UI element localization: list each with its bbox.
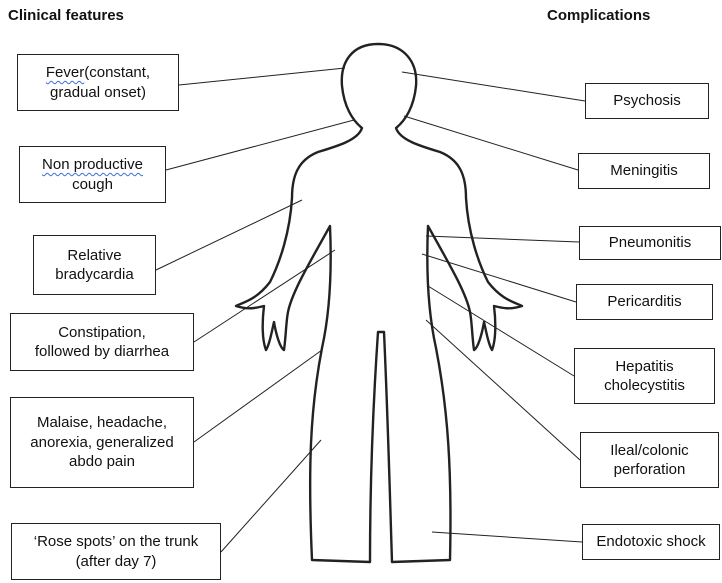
- feature-malaise-line2: anorexia, generalized: [30, 433, 173, 453]
- feature-bradycardia-line1: Relative: [55, 246, 133, 266]
- complication-perforation-line2: perforation: [610, 460, 688, 480]
- connector-cough: [166, 120, 354, 170]
- feature-fever-rest: (constant,: [84, 64, 150, 81]
- complication-hepatitis-line1: Hepatitis: [604, 357, 685, 377]
- human-body-outline: [236, 44, 522, 562]
- complication-psychosis: Psychosis: [613, 91, 681, 111]
- connector-malaise: [194, 350, 322, 442]
- complication-hepatitis-line2: cholecystitis: [604, 376, 685, 396]
- complication-box-psychosis: Psychosis: [585, 83, 709, 119]
- feature-malaise-line1: Malaise, headache,: [30, 413, 173, 433]
- connector-hepatitis: [428, 286, 574, 376]
- feature-bradycardia-line2: bradycardia: [55, 265, 133, 285]
- feature-box-cough: Non productive cough: [19, 146, 166, 203]
- complication-meningitis: Meningitis: [610, 161, 678, 181]
- connector-constipation: [194, 250, 335, 342]
- feature-box-malaise: Malaise, headache, anorexia, generalized…: [10, 397, 194, 488]
- complication-box-endotoxic-shock: Endotoxic shock: [582, 524, 720, 560]
- feature-fever-line2: gradual onset): [46, 83, 150, 103]
- connector-pneumonitis: [426, 236, 579, 242]
- connector-fever: [179, 68, 345, 85]
- complication-box-hepatitis: Hepatitis cholecystitis: [574, 348, 715, 404]
- connector-psychosis: [402, 72, 585, 101]
- complication-box-meningitis: Meningitis: [578, 153, 710, 189]
- connector-endotoxic-shock: [432, 532, 582, 542]
- feature-rose-spots-line1: ‘Rose spots’ on the trunk: [34, 532, 199, 552]
- complication-perforation-line1: Ileal/colonic: [610, 441, 688, 461]
- complication-pneumonitis: Pneumonitis: [609, 233, 692, 253]
- complication-pericarditis: Pericarditis: [607, 292, 681, 312]
- feature-constipation-line2: followed by diarrhea: [35, 342, 169, 362]
- feature-constipation-line1: Constipation,: [35, 323, 169, 343]
- feature-malaise-line3: abdo pain: [30, 452, 173, 472]
- feature-rose-spots-line2: (after day 7): [34, 552, 199, 572]
- feature-cough-line2: cough: [42, 175, 143, 195]
- feature-box-rose-spots: ‘Rose spots’ on the trunk (after day 7): [11, 523, 221, 580]
- feature-fever-lead: Fever: [46, 64, 84, 81]
- feature-cough-lead: Non productive: [42, 156, 143, 173]
- complication-box-pericarditis: Pericarditis: [576, 284, 713, 320]
- complication-endotoxic-shock: Endotoxic shock: [596, 532, 705, 552]
- complication-box-perforation: Ileal/colonic perforation: [580, 432, 719, 488]
- complication-box-pneumonitis: Pneumonitis: [579, 226, 721, 260]
- connector-meningitis: [404, 116, 578, 170]
- connector-rose-spots: [221, 440, 321, 552]
- feature-box-bradycardia: Relative bradycardia: [33, 235, 156, 295]
- feature-box-constipation: Constipation, followed by diarrhea: [10, 313, 194, 371]
- feature-box-fever: Fever(constant, gradual onset): [17, 54, 179, 111]
